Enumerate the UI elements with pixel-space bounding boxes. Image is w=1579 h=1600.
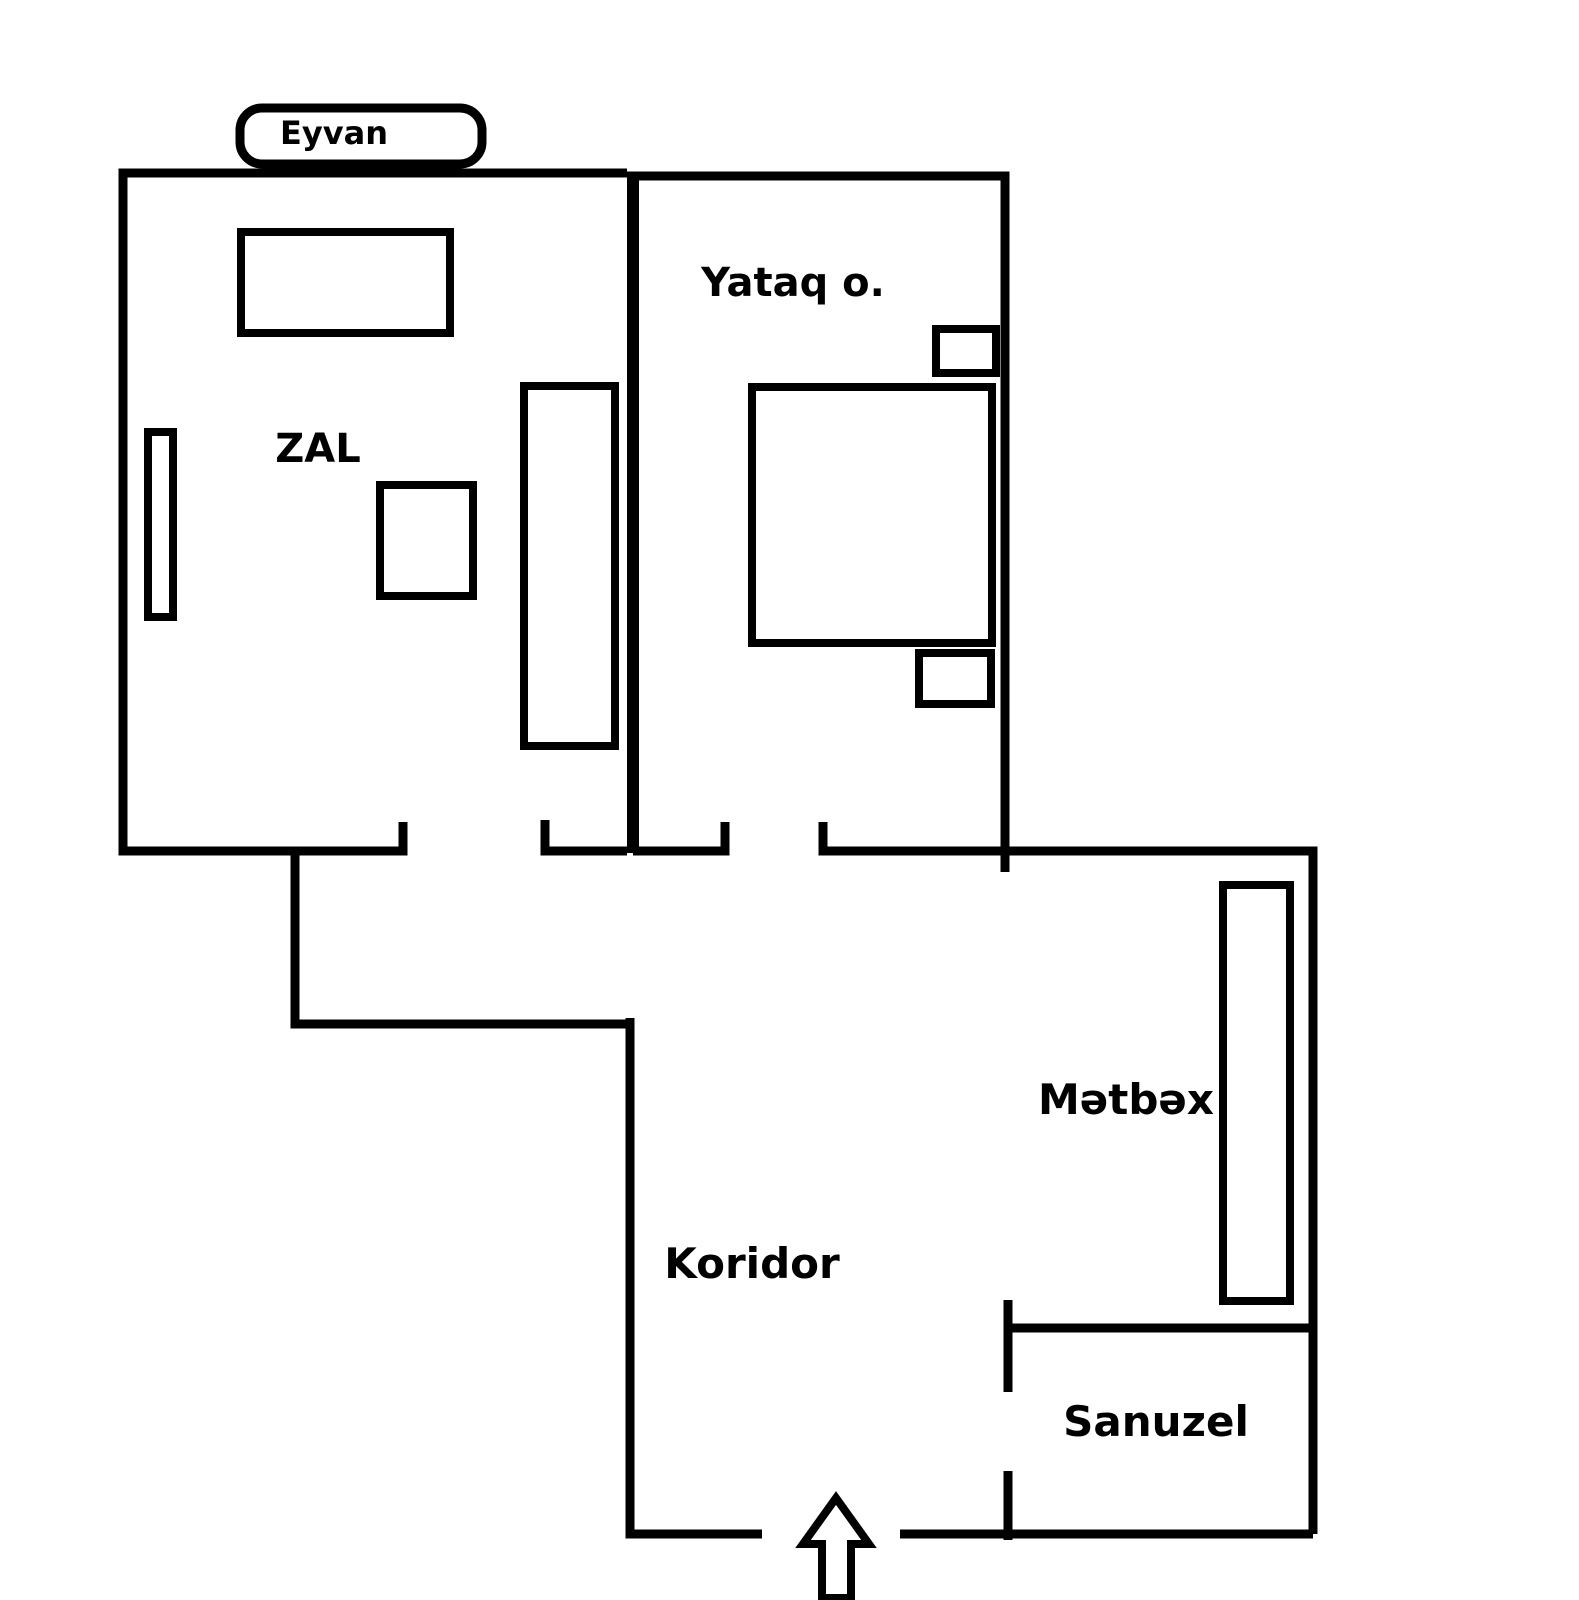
- bedroom-walls: [627, 171, 1318, 1534]
- living-room-label: ZAL: [275, 426, 360, 472]
- bathroom-walls: [1003, 1300, 1313, 1540]
- balcony-outline: [235, 103, 487, 169]
- living-room-walls: [118, 168, 639, 856]
- bed: [748, 383, 996, 647]
- nightstand-bottom: [915, 649, 995, 708]
- corridor-label: Koridor: [664, 1239, 840, 1288]
- bedroom-label: Yataq o.: [700, 260, 885, 306]
- bathroom-label: Sanuzel: [1063, 1397, 1249, 1446]
- balcony-label: Eyvan: [280, 114, 388, 152]
- up-arrow-icon: [795, 1491, 877, 1600]
- wall-cabinet: [520, 382, 619, 750]
- sofa: [237, 228, 454, 337]
- kitchen-counter: [1219, 881, 1294, 1305]
- nightstand-top: [932, 325, 1000, 377]
- coffee-table: [376, 481, 477, 600]
- corridor-walls: [290, 851, 1313, 1539]
- radiator: [144, 428, 177, 621]
- kitchen-label: Mətbəx: [1038, 1075, 1214, 1124]
